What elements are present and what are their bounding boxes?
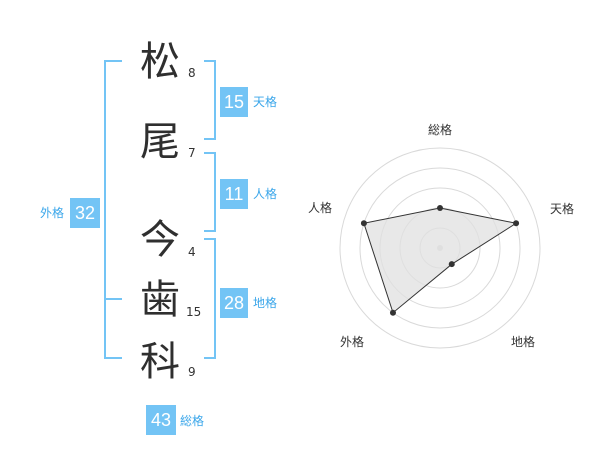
- stroke-count-5: 9: [188, 365, 196, 379]
- radar-point-2: [513, 220, 520, 227]
- soukaku-value-badge: 43: [146, 405, 176, 435]
- stroke-count-4: 15: [186, 305, 202, 319]
- gaikaku-bracket-bottom: [104, 357, 122, 359]
- radar-label-jinkaku: 人格: [308, 201, 333, 215]
- tenkaku-bracket-vertical: [214, 60, 216, 140]
- radar-point-3: [448, 261, 455, 268]
- jinkaku-label: 人格: [253, 187, 278, 201]
- chikaku-label: 地格: [253, 296, 278, 310]
- name-character-2: 尾: [140, 119, 180, 165]
- stroke-count-2: 7: [188, 146, 196, 160]
- radar-point-5: [360, 220, 367, 227]
- radar-label-soukaku: 総格: [428, 123, 453, 137]
- radar-point-4: [389, 309, 396, 316]
- radar-label-tenkaku: 天格: [550, 202, 575, 216]
- radar-label-chikaku: 地格: [511, 335, 536, 349]
- chikaku-bracket-top: [204, 238, 216, 240]
- stroke-count-1: 8: [188, 66, 196, 80]
- chikaku-bracket-bottom: [204, 357, 216, 359]
- radar-grid-ring: [339, 147, 541, 349]
- tenkaku-value-badge: 15: [220, 87, 248, 117]
- name-character-1: 松: [140, 39, 180, 85]
- tenkaku-label: 天格: [253, 95, 278, 109]
- radar-points: [360, 205, 520, 316]
- name-character-5: 科: [140, 339, 180, 385]
- chikaku-bracket-vertical: [214, 238, 216, 359]
- radar-point-1: [437, 205, 443, 211]
- name-character-3: 今: [140, 217, 180, 263]
- tenkaku-bracket-top: [204, 60, 216, 62]
- radar-label-gaikaku: 外格: [340, 335, 365, 349]
- jinkaku-value-badge: 11: [220, 179, 248, 209]
- gaikaku-label: 外格: [40, 206, 65, 220]
- soukaku-label: 総格: [180, 414, 205, 428]
- tenkaku-bracket-bottom: [204, 138, 216, 140]
- radar-grid-ring: [359, 167, 521, 329]
- gaikaku-bracket-middle: [104, 298, 122, 300]
- jinkaku-bracket-top: [204, 152, 216, 154]
- stroke-count-3: 4: [188, 245, 196, 259]
- name-character-4: 歯: [140, 277, 180, 323]
- jinkaku-bracket-bottom: [204, 230, 216, 232]
- gaikaku-bracket-vertical: [104, 60, 106, 359]
- jinkaku-bracket-vertical: [214, 152, 216, 232]
- gaikaku-value-badge: 32: [70, 198, 100, 228]
- radar-shape: [363, 207, 518, 314]
- chikaku-value-badge: 28: [220, 288, 248, 318]
- gaikaku-bracket-top: [104, 60, 122, 62]
